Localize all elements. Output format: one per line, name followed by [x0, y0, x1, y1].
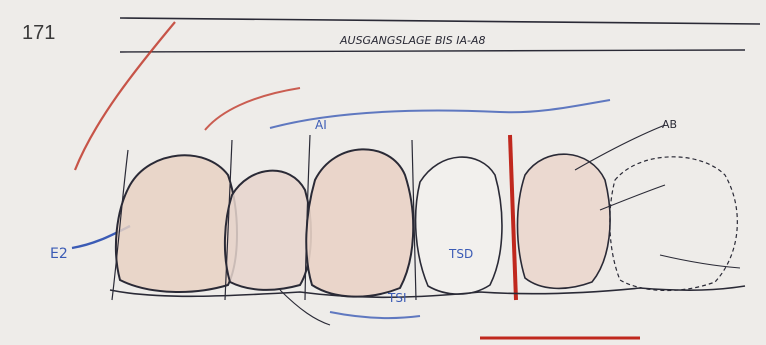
- annotation-tsi: TSI: [387, 291, 407, 305]
- annotation-ab: AB: [662, 118, 677, 131]
- annotation-ai: AI: [315, 118, 327, 132]
- tooth-2-outline: [223, 169, 313, 291]
- tooth-4-outline: [414, 156, 503, 295]
- handwritten-header: AUSGANGSLAGE BIS IA-A8: [339, 34, 486, 47]
- construction-line-6: [599, 184, 666, 211]
- construction-line-7: [659, 254, 741, 269]
- tooth-1-shading: [115, 155, 237, 292]
- construction-line-5: [574, 124, 666, 171]
- construction-line-8: [279, 289, 331, 326]
- red-axis-line: [508, 134, 518, 301]
- red-annotation-scribble: [204, 87, 301, 131]
- tooth-5-shading: [517, 154, 611, 289]
- header-rule-top: [119, 17, 761, 25]
- construction-line-3: [304, 134, 311, 301]
- gingival-line: [109, 285, 746, 299]
- tooth-5-outline: [516, 153, 611, 290]
- construction-line-4: [411, 139, 417, 301]
- tooth-2-shading: [224, 170, 312, 290]
- blue-header-scribble: [269, 99, 611, 129]
- blue-lower-scribble: [329, 311, 421, 320]
- annotation-tsd: TSD: [448, 247, 473, 261]
- construction-line-2: [224, 139, 233, 301]
- page-number: 171: [22, 22, 56, 44]
- red-diagonal-annotation: [73, 21, 176, 171]
- construction-line-1: [111, 149, 129, 301]
- tooth-6-outline: [609, 156, 738, 292]
- annotation-e2: E2: [50, 246, 68, 262]
- tooth-3-outline: [305, 148, 415, 298]
- header-rule-mid: [119, 49, 746, 53]
- tooth-3-shading: [306, 149, 414, 297]
